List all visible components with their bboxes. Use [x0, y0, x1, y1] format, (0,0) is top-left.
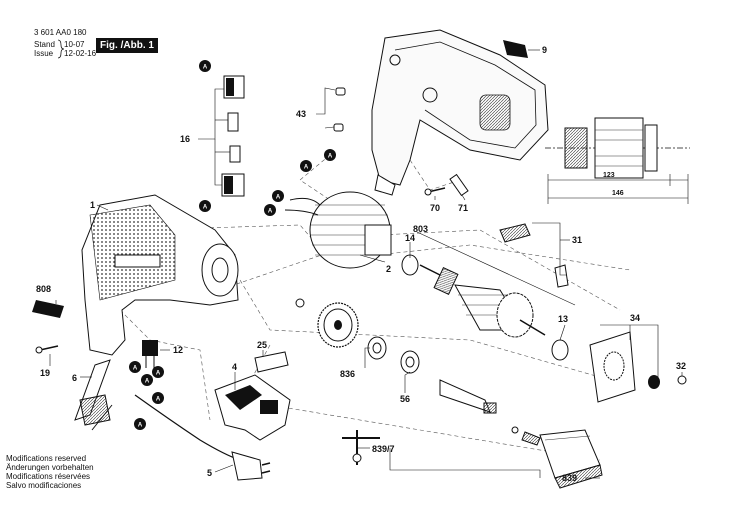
callout-71: 71 [458, 203, 468, 213]
callout-25: 25 [257, 340, 267, 350]
leader-lines [49, 49, 683, 479]
dimension-123: 123 [603, 172, 615, 179]
callout-19: 19 [40, 368, 50, 378]
marker-a: A [300, 160, 312, 172]
stand-value: 10-07 [64, 40, 85, 49]
callout-803: 803 [413, 224, 428, 234]
svg-text:A: A [203, 65, 208, 71]
screws-70-71 [424, 173, 469, 197]
drill-chuck [511, 426, 603, 489]
callout-31: 31 [572, 235, 582, 245]
bearings [295, 298, 420, 374]
issue-label: Issue [34, 49, 54, 58]
footer-line-fr: Modifications réservées [6, 472, 91, 481]
connection-markers: A A A A A A A A A A A [129, 60, 336, 430]
armature-side-view [545, 117, 690, 204]
power-cable [134, 394, 271, 481]
callout-16: 16 [180, 134, 190, 144]
callout-2: 2 [386, 264, 391, 274]
brush-holders [221, 75, 245, 197]
suppressor [142, 340, 158, 368]
marker-a: A [199, 200, 211, 212]
chuck-key [342, 430, 380, 465]
callout-1: 1 [90, 200, 95, 210]
svg-text:A: A [268, 209, 273, 215]
svg-text:A: A [156, 397, 161, 403]
callout-836: 836 [340, 369, 355, 379]
armature [401, 254, 569, 361]
side-handle [74, 359, 113, 431]
footer-line-es: Salvo modificaciones [6, 481, 82, 490]
dimension-146: 146 [612, 190, 624, 197]
switch [214, 374, 291, 441]
callout-839: 839 [562, 473, 577, 483]
svg-text:A: A [276, 195, 281, 201]
svg-text:A: A [145, 379, 150, 385]
marker-a: A [129, 361, 141, 373]
marker-a: A [272, 190, 284, 202]
bearing-plate [589, 331, 687, 403]
gear-wheel [317, 302, 359, 348]
svg-text:A: A [138, 423, 143, 429]
callout-56: 56 [400, 394, 410, 404]
callout-14: 14 [405, 233, 415, 243]
field-coil [284, 191, 392, 269]
stand-label: Stand [34, 40, 55, 49]
marker-a: A [141, 374, 153, 386]
callout-12: 12 [173, 345, 183, 355]
callout-32: 32 [676, 361, 686, 371]
doc-number: 3 601 AA0 180 [34, 28, 87, 37]
callout-4: 4 [232, 362, 237, 372]
callout-5: 5 [207, 468, 212, 478]
spindle [439, 379, 497, 414]
sticker [32, 300, 64, 318]
callout-6: 6 [72, 373, 77, 383]
svg-text:A: A [328, 154, 333, 160]
svg-text:A: A [156, 371, 161, 377]
footer-line-en: Modifications reserved [6, 454, 87, 463]
svg-text:A: A [304, 165, 309, 171]
figure-badge: Fig. /Abb. 1 [96, 38, 158, 53]
callout-839-7: 839/7 [372, 444, 395, 454]
marker-a: A [324, 149, 336, 161]
callout-9: 9 [542, 45, 547, 55]
cover-plate [254, 351, 289, 373]
callout-808: 808 [36, 284, 51, 294]
callout-43: 43 [296, 109, 306, 119]
footer-line-de: Änderungen vorbehalten [6, 463, 94, 472]
callout-70: 70 [430, 203, 440, 213]
callout-34: 34 [630, 313, 640, 323]
callout-13: 13 [558, 314, 568, 324]
marker-a: A [152, 366, 164, 378]
issue-value: 12-02-16 [64, 49, 97, 58]
marker-a: A [199, 60, 211, 72]
screw [35, 345, 59, 354]
marker-a: A [264, 204, 276, 216]
bracket-parts [499, 223, 569, 288]
marker-a: A [134, 418, 146, 430]
carbon-brushes [333, 87, 346, 132]
main-housing [81, 194, 239, 356]
housing-half [371, 29, 549, 196]
svg-text:A: A [133, 366, 138, 372]
label-plate [503, 40, 528, 58]
marker-a: A [152, 392, 164, 404]
svg-text:A: A [203, 205, 208, 211]
callout-labels: 1 2 4 5 6 9 12 13 14 16 19 25 31 32 34 4… [36, 45, 686, 483]
